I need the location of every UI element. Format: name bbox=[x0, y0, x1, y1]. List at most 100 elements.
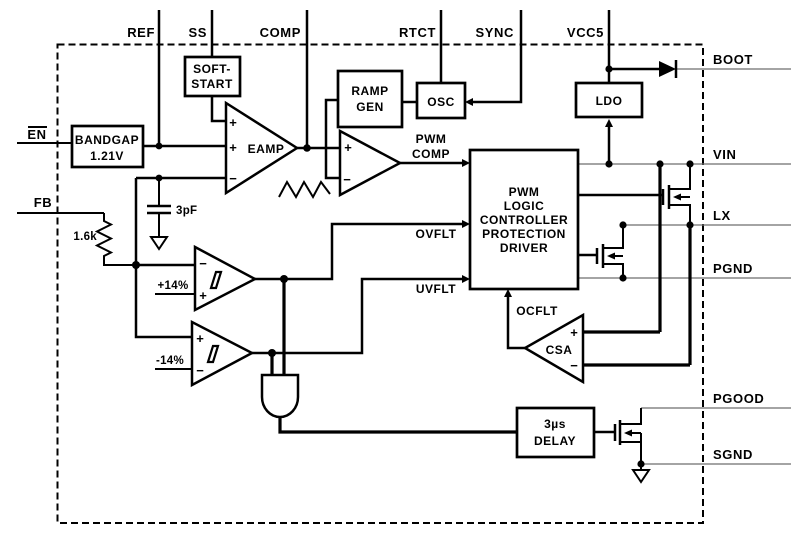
soft-start-output-wire bbox=[210, 96, 226, 123]
source-stub bbox=[603, 263, 624, 278]
and-gate-icon bbox=[260, 373, 300, 419]
pwm-comp-arrow-icon bbox=[462, 159, 470, 167]
pin-label-vcc5: VCC5 bbox=[567, 25, 604, 40]
csa-label: CSA bbox=[546, 343, 573, 357]
eamp-minus-mark: − bbox=[229, 171, 237, 186]
csa-minus-mark: − bbox=[570, 358, 578, 373]
bandgap-block: BANDGAP 1.21V bbox=[70, 124, 145, 169]
pin-label-ss: SS bbox=[188, 25, 207, 40]
pwm-logic-line-5: DRIVER bbox=[500, 241, 548, 255]
ground-icon bbox=[149, 236, 169, 251]
soft-start-box bbox=[183, 55, 242, 98]
bandgap-label-1: BANDGAP bbox=[75, 133, 139, 147]
pwm-logic-line-2: LOGIC bbox=[504, 199, 545, 213]
left-pins: EN FB bbox=[17, 126, 104, 214]
sync-pin-line bbox=[473, 10, 523, 104]
junction-dot bbox=[619, 221, 627, 229]
junction-dot bbox=[605, 65, 613, 73]
junction-dot bbox=[686, 160, 694, 168]
pin-label-fb: FB bbox=[34, 195, 53, 210]
pwm-logic-line-4: PROTECTION bbox=[482, 227, 566, 241]
high-side-mosfet bbox=[661, 164, 691, 225]
junction-dots bbox=[132, 65, 694, 468]
ramp-to-comparator-wire bbox=[324, 98, 340, 180]
bandgap-box bbox=[70, 124, 145, 169]
pin-label-pgood: PGOOD bbox=[713, 391, 764, 406]
pwm-comp-signal-label-2: COMP bbox=[412, 147, 450, 161]
ldo-label: LDO bbox=[596, 94, 623, 108]
ov-comparator-triangle bbox=[193, 244, 258, 313]
drain-stub bbox=[620, 408, 642, 425]
source-stub bbox=[669, 204, 691, 225]
ov-plus-mark: + bbox=[199, 288, 207, 303]
delay-label-2: DELAY bbox=[534, 434, 576, 448]
pin-label-rtct: RTCT bbox=[399, 25, 436, 40]
uv-comparator: + − -14% UVFLT bbox=[156, 282, 456, 388]
pin-label-sgnd: SGND bbox=[713, 447, 753, 462]
pwm-comparator-plus-mark: + bbox=[344, 140, 352, 155]
ldo-block: LDO bbox=[574, 81, 644, 119]
hysteresis-icon bbox=[209, 270, 223, 290]
ovflt-arrow-icon bbox=[462, 220, 470, 228]
capacitor-plates bbox=[147, 204, 171, 215]
ocflt-wire bbox=[506, 297, 525, 350]
pwm-logic-line-3: CONTROLLER bbox=[480, 213, 568, 227]
junction-dot bbox=[619, 274, 627, 282]
ovflt-wire bbox=[255, 222, 462, 281]
uv-comparator-triangle bbox=[190, 319, 255, 388]
osc-label: OSC bbox=[427, 95, 455, 109]
pin-label-comp: COMP bbox=[260, 25, 301, 40]
pgood-mosfet bbox=[613, 408, 651, 484]
junction-dot bbox=[656, 160, 664, 168]
source-stub bbox=[620, 433, 642, 464]
ov-comparator: − + +14% OVFLT bbox=[158, 227, 456, 313]
pwm-logic-box bbox=[468, 148, 580, 291]
sync-arrow-icon bbox=[465, 98, 473, 106]
ov-threshold-label: +14% bbox=[158, 280, 189, 292]
and-output-wire bbox=[278, 417, 517, 434]
pin-label-ref: REF bbox=[127, 25, 155, 40]
uv-plus-mark: + bbox=[196, 331, 204, 346]
delay-block: 3µs DELAY bbox=[515, 406, 596, 459]
junction-dot bbox=[155, 142, 163, 150]
pwm-logic-block: PWM LOGIC CONTROLLER PROTECTION DRIVER bbox=[468, 148, 580, 291]
drain-stub bbox=[603, 225, 624, 249]
delay-box bbox=[515, 406, 596, 459]
ramp-gen-box bbox=[336, 69, 404, 129]
pin-label-lx: LX bbox=[713, 208, 731, 223]
ocflt-arrow-icon bbox=[504, 289, 512, 297]
uv-minus-mark: − bbox=[196, 363, 204, 378]
resistor-value: 1.6k bbox=[73, 231, 97, 243]
uvflt-label: UVFLT bbox=[416, 282, 456, 296]
osc-block: OSC bbox=[415, 81, 467, 120]
hysteresis-icon bbox=[206, 344, 220, 364]
junction-dot bbox=[280, 275, 288, 283]
top-pins: REF SS COMP RTCT SYNC VCC5 bbox=[127, 10, 611, 148]
csa-plus-mark: + bbox=[570, 325, 578, 340]
soft-start-label-1: SOFT- bbox=[193, 62, 231, 76]
ramp-gen-label-1: RAMP bbox=[351, 84, 388, 98]
pin-label-vin: VIN bbox=[713, 147, 736, 162]
low-side-mosfet bbox=[595, 225, 624, 278]
error-amplifier: + + − EAMP bbox=[224, 100, 300, 196]
pwm-comparator-triangle bbox=[338, 128, 403, 198]
pin-label-pgnd: PGND bbox=[713, 261, 753, 276]
feedback-node-wire bbox=[134, 178, 192, 339]
delay-label-1: 3µs bbox=[544, 417, 566, 431]
mosfet-body-arrow-icon bbox=[673, 193, 681, 201]
sawtooth-waveform-icon bbox=[278, 179, 331, 200]
current-sense-amplifier: + − CSA OCFLT bbox=[516, 304, 585, 385]
signal-arrows bbox=[462, 119, 613, 297]
ocflt-label: OCFLT bbox=[516, 304, 558, 318]
right-pins: BOOT VIN LX PGND PGOOD SGND bbox=[578, 52, 791, 465]
eamp-label: EAMP bbox=[248, 142, 285, 156]
eamp-plus2-mark: + bbox=[229, 140, 237, 155]
soft-start-label-2: START bbox=[191, 77, 233, 91]
soft-start-block: SOFT- START bbox=[183, 55, 242, 98]
csa-triangle bbox=[522, 312, 585, 385]
pwm-comparator: + − PWM COMP bbox=[278, 128, 450, 200]
feedback-resistor: 1.6k bbox=[73, 213, 136, 266]
internal-wires bbox=[134, 67, 692, 434]
